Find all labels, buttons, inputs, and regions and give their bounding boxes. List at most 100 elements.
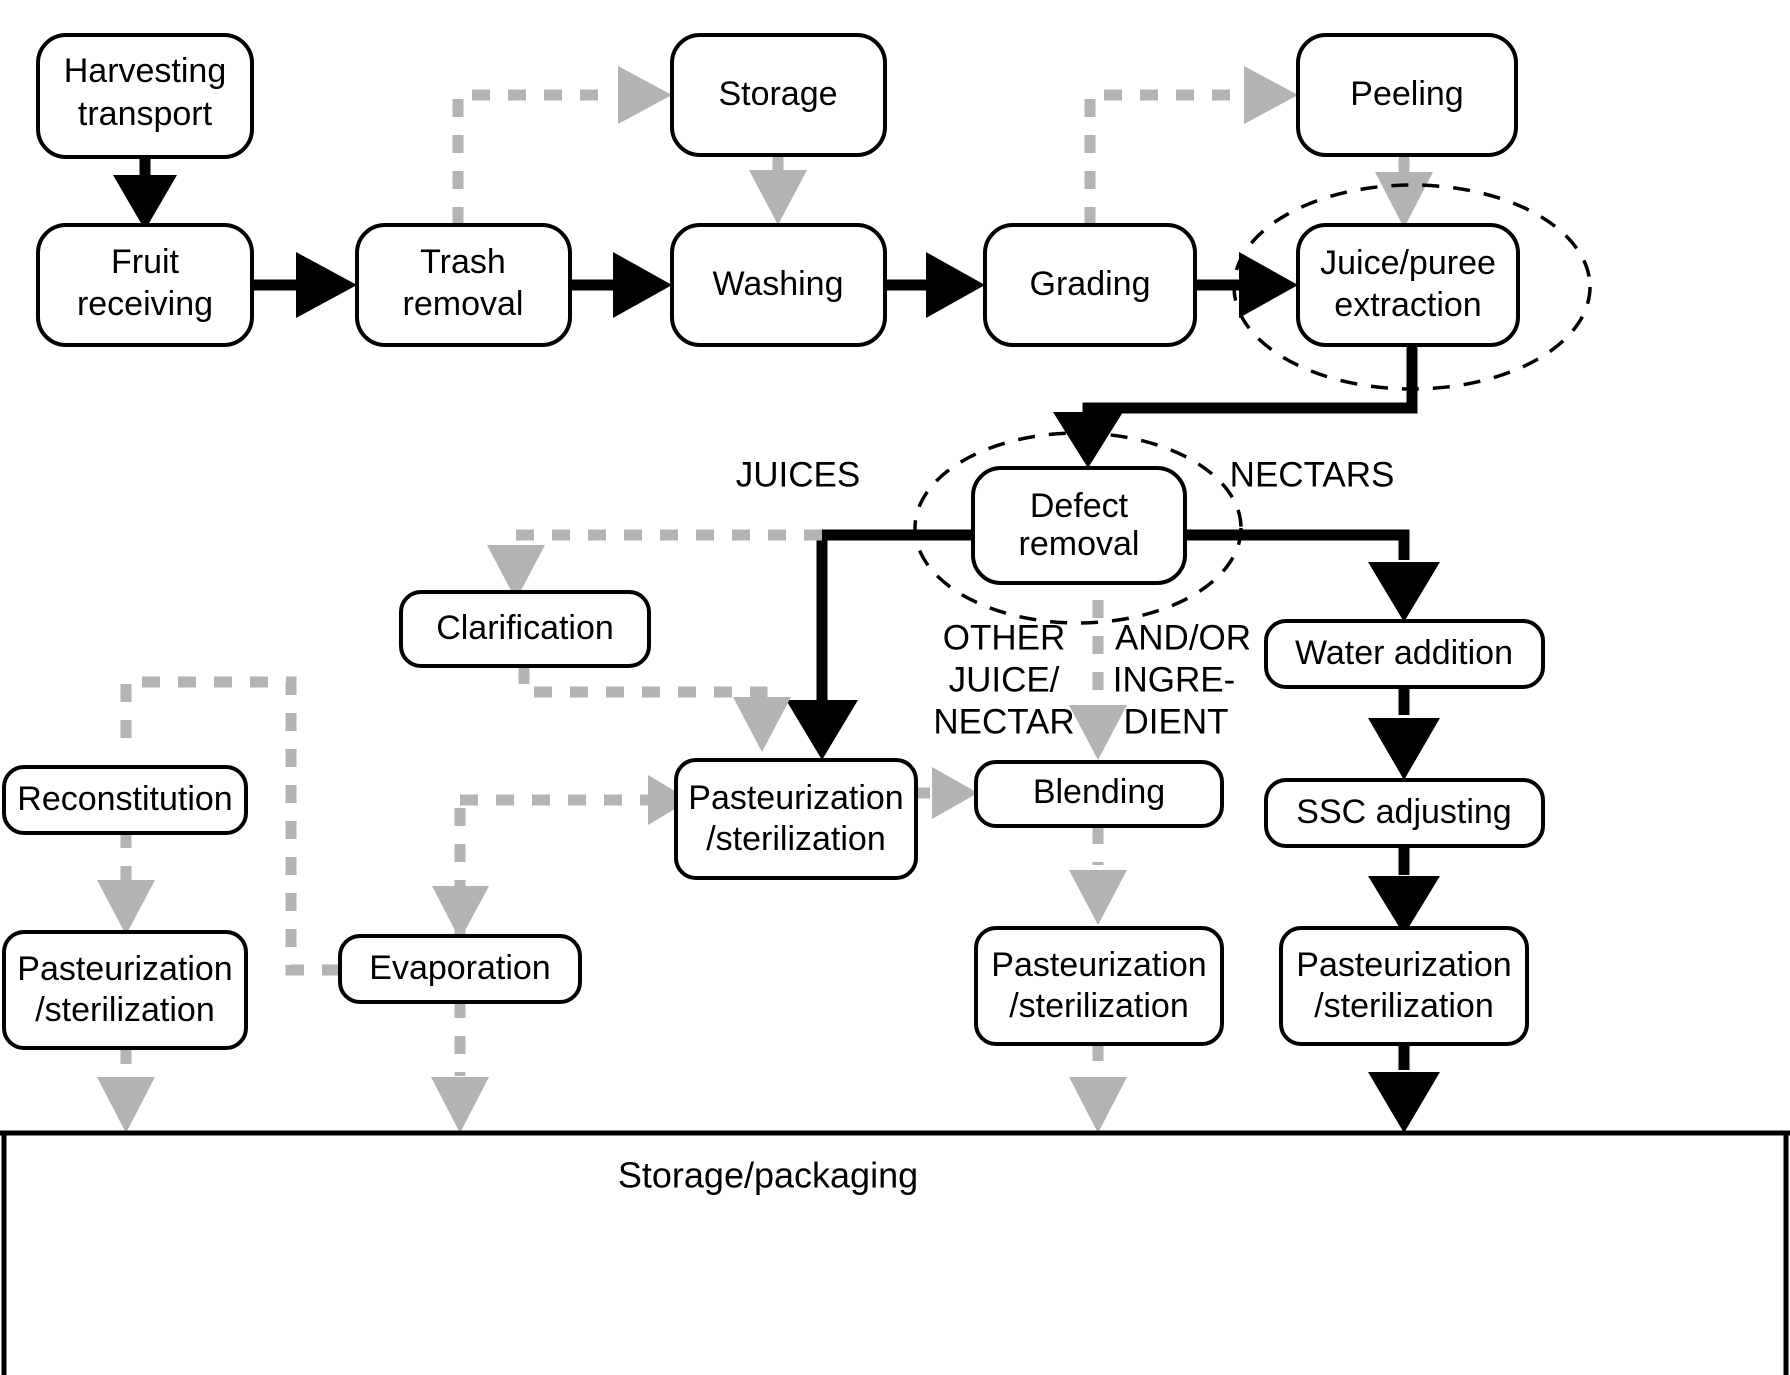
node-evaporation[interactable]: Evaporation xyxy=(338,934,582,1004)
node-pasteurization-center[interactable]: Pasteurization /sterilization xyxy=(674,758,918,880)
node-label-line2: /sterilization xyxy=(35,991,215,1029)
node-label-line1: Pasteurization xyxy=(17,950,232,988)
node-fruit-receiving[interactable]: Fruit receiving xyxy=(36,223,254,347)
edge-fruit-receiving-to-trash-removal xyxy=(252,252,357,318)
edge-trash-removal-to-storage xyxy=(452,66,672,225)
storage-packaging-bar[interactable]: Storage/packaging xyxy=(0,1130,1790,1375)
node-label-line1: Washing xyxy=(712,265,843,303)
node-box xyxy=(2,765,248,835)
node-label-line2: /sterilization xyxy=(706,820,886,858)
node-label-line2: /sterilization xyxy=(1314,987,1494,1025)
node-label-line1: Evaporation xyxy=(369,949,550,987)
node-box xyxy=(670,33,887,157)
edge-juice-extraction-to-defect-removal xyxy=(1053,345,1418,468)
branch-label-andor-ingredient-line2: INGRE- xyxy=(1113,660,1236,699)
node-label-line1: Fruit xyxy=(111,243,180,281)
edge-pasteurization-blend-to-storage-bar xyxy=(1069,1043,1127,1133)
edge-blending-to-pasteurization-blend xyxy=(1069,826,1127,925)
edge-defect-removal-nectars-branch xyxy=(1183,529,1440,622)
node-label-line1: Harvesting xyxy=(64,52,227,90)
node-box xyxy=(1296,33,1518,157)
node-box xyxy=(1279,926,1529,1046)
edge-water-addition-to-ssc-adjusting xyxy=(1368,686,1440,780)
node-reconstitution[interactable]: Reconstitution xyxy=(2,765,248,835)
node-box xyxy=(399,590,651,668)
node-label-line1: Clarification xyxy=(436,609,614,647)
node-box xyxy=(2,930,248,1050)
node-label-line1: SSC adjusting xyxy=(1296,793,1511,831)
edge-pasteurization-left-to-storage-bar xyxy=(97,1046,155,1133)
node-label-line2: removal xyxy=(1019,525,1140,563)
branch-label-nectars: NECTARS xyxy=(1230,455,1395,494)
node-label-line1: Pasteurization xyxy=(1296,946,1511,984)
edge-grading-to-juice-extraction xyxy=(1195,252,1298,318)
branch-label-juices: JUICES xyxy=(736,455,860,494)
edge-juices-to-clarification xyxy=(487,529,822,600)
node-box xyxy=(974,760,1224,828)
edge-washing-to-grading xyxy=(885,252,985,318)
branch-label-andor-ingredient-line3: DIENT xyxy=(1124,702,1229,741)
node-storage[interactable]: Storage xyxy=(670,33,887,157)
node-washing[interactable]: Washing xyxy=(670,223,887,347)
node-box xyxy=(971,466,1187,585)
edge-storage-to-washing xyxy=(749,155,807,225)
node-box xyxy=(1264,778,1545,848)
branch-label-other-juice-line1: OTHER xyxy=(943,618,1066,657)
edge-evaporation-feed-to-pasteurization-center xyxy=(460,775,690,825)
node-label-line1: Juice/puree xyxy=(1320,244,1496,282)
node-label-line1: Pasteurization xyxy=(991,946,1206,984)
edge-clarification-to-pasteurization-center xyxy=(518,666,791,752)
node-label-line1: Trash xyxy=(420,243,506,281)
node-clarification[interactable]: Clarification xyxy=(399,590,651,668)
node-water-addition[interactable]: Water addition xyxy=(1264,619,1545,689)
node-box xyxy=(974,926,1224,1046)
edge-pasteurization-center-to-blending xyxy=(916,767,978,819)
node-label-line1: Water addition xyxy=(1295,634,1513,672)
node-box xyxy=(1264,619,1545,689)
node-pasteurization-blend[interactable]: Pasteurization /sterilization xyxy=(974,926,1224,1046)
node-box xyxy=(338,934,582,1004)
node-peeling[interactable]: Peeling xyxy=(1296,33,1518,157)
branch-label-other-juice-line2: JUICE/ xyxy=(949,660,1060,699)
highlight-ellipse-defect-removal xyxy=(913,431,1243,625)
node-box xyxy=(36,33,254,159)
node-box xyxy=(36,223,254,347)
node-label-line1: Defect xyxy=(1030,487,1129,525)
edge-pasteurization-right-to-storage-bar xyxy=(1368,1043,1440,1133)
node-pasteurization-left[interactable]: Pasteurization /sterilization xyxy=(2,930,248,1050)
node-grading[interactable]: Grading xyxy=(983,223,1197,347)
node-label-line1: Storage xyxy=(718,75,837,113)
edge-defect-removal-to-blending xyxy=(1069,600,1127,760)
node-box xyxy=(355,223,572,347)
edge-ssc-adjusting-to-pasteurization-right xyxy=(1368,846,1440,935)
storage-packaging-label: Storage/packaging xyxy=(618,1155,918,1196)
node-juice-puree-extraction[interactable]: Juice/puree extraction xyxy=(1296,223,1520,347)
node-label-line2: /sterilization xyxy=(1009,987,1189,1025)
node-trash-removal[interactable]: Trash removal xyxy=(355,223,572,347)
node-ssc-adjusting[interactable]: SSC adjusting xyxy=(1264,778,1545,848)
node-label-line1: Peeling xyxy=(1350,75,1463,113)
edge-harvesting-to-fruit-receiving xyxy=(113,155,177,230)
edge-peeling-to-juice-extraction xyxy=(1375,155,1433,228)
edge-evaporation-to-reconstitution xyxy=(120,676,340,976)
node-box xyxy=(983,223,1197,347)
highlight-ellipse-juice-extraction xyxy=(1232,183,1592,391)
node-box xyxy=(670,223,887,347)
node-label-line2: extraction xyxy=(1334,286,1481,324)
edge-grading-to-peeling xyxy=(1084,66,1298,225)
node-box xyxy=(674,758,918,880)
node-blending[interactable]: Blending xyxy=(974,760,1224,828)
branch-label-andor-ingredient-line1: AND/OR xyxy=(1115,618,1251,657)
node-label-line1: Reconstitution xyxy=(17,780,232,818)
edge-evaporation-to-storage-bar xyxy=(431,1000,489,1133)
edge-reconstitution-to-pasteurization-left xyxy=(97,830,155,935)
node-harvesting-transport[interactable]: Harvesting transport xyxy=(36,33,254,159)
node-defect-removal[interactable]: Defect removal xyxy=(971,466,1187,585)
node-box xyxy=(1296,223,1520,347)
node-label-line2: removal xyxy=(403,285,524,323)
node-pasteurization-right[interactable]: Pasteurization /sterilization xyxy=(1279,926,1529,1046)
node-label-line1: Grading xyxy=(1030,265,1151,303)
node-label-line1: Pasteurization xyxy=(688,779,903,817)
